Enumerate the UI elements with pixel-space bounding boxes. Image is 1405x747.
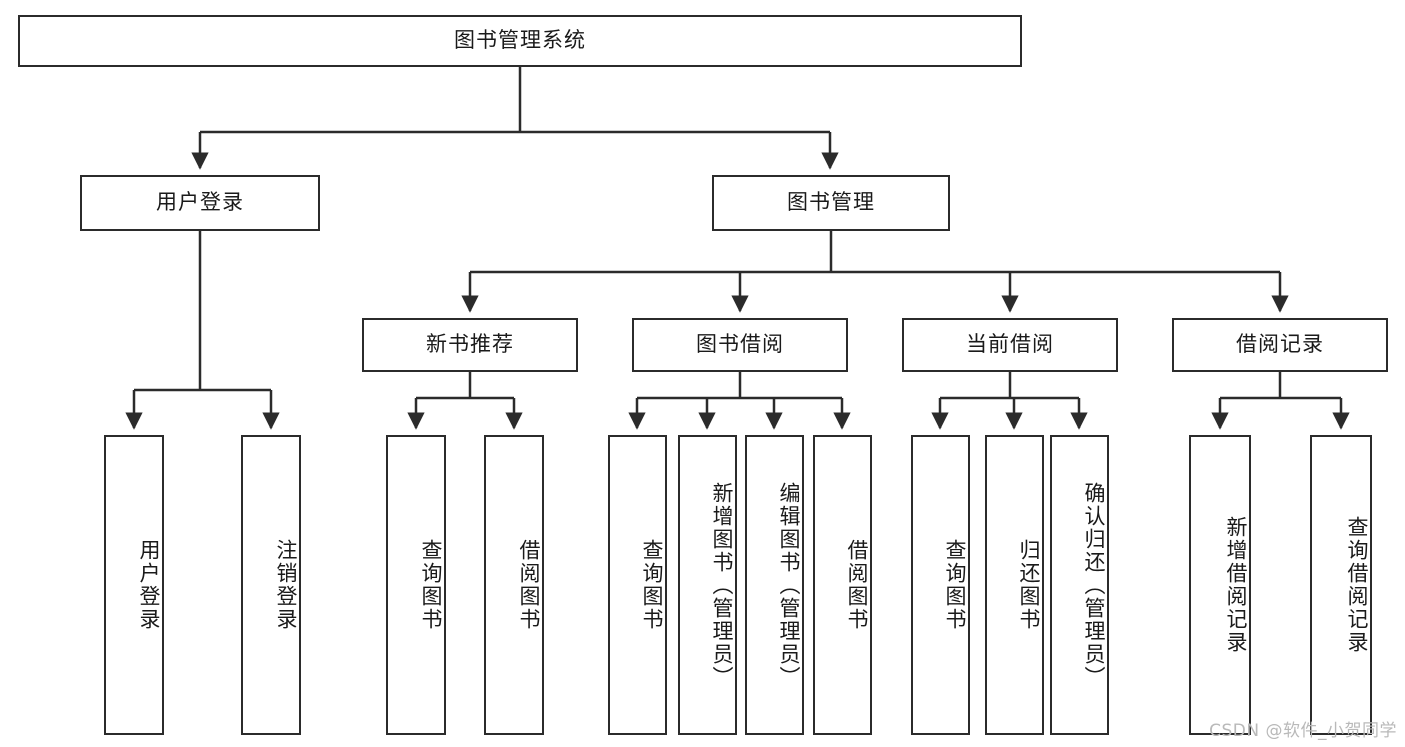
node-leaf-query-record[interactable]: 查询借阅记录 [1310,435,1372,735]
node-leaf-logout-label: 注销登录 [274,539,298,631]
node-leaf-edit-book[interactable]: 编辑图书（管理员） [745,435,804,735]
node-borrow-record-label: 借阅记录 [1236,332,1324,357]
node-leaf-add-record[interactable]: 新增借阅记录 [1189,435,1251,735]
node-borrow-record[interactable]: 借阅记录 [1172,318,1388,372]
node-new-book-rec[interactable]: 新书推荐 [362,318,578,372]
node-leaf-return-book[interactable]: 归还图书 [985,435,1044,735]
node-leaf-user-login[interactable]: 用户登录 [104,435,164,735]
node-leaf-logout[interactable]: 注销登录 [241,435,301,735]
node-root-label: 图书管理系统 [454,28,586,53]
node-user-login-label: 用户登录 [156,190,244,215]
node-leaf-query-book-1[interactable]: 查询图书 [386,435,446,735]
node-leaf-confirm-return-label: 确认归还（管理员） [1082,481,1106,689]
node-leaf-return-book-label: 归还图书 [1017,539,1041,631]
node-book-borrow[interactable]: 图书借阅 [632,318,848,372]
node-leaf-query-book-2[interactable]: 查询图书 [608,435,667,735]
node-leaf-query-book-2-label: 查询图书 [640,539,664,631]
node-leaf-add-book-label: 新增图书（管理员） [710,481,734,689]
node-leaf-borrow-book-1[interactable]: 借阅图书 [484,435,544,735]
node-leaf-user-login-label: 用户登录 [137,539,161,631]
node-leaf-borrow-book-1-label: 借阅图书 [517,539,541,631]
node-leaf-add-record-label: 新增借阅记录 [1224,516,1248,654]
node-leaf-add-book[interactable]: 新增图书（管理员） [678,435,737,735]
node-book-manage[interactable]: 图书管理 [712,175,950,231]
node-current-borrow[interactable]: 当前借阅 [902,318,1118,372]
node-user-login[interactable]: 用户登录 [80,175,320,231]
node-book-manage-label: 图书管理 [787,190,875,215]
node-leaf-edit-book-label: 编辑图书（管理员） [777,481,801,689]
node-leaf-query-book-3[interactable]: 查询图书 [911,435,970,735]
node-leaf-confirm-return[interactable]: 确认归还（管理员） [1050,435,1109,735]
node-root[interactable]: 图书管理系统 [18,15,1022,67]
node-leaf-query-book-3-label: 查询图书 [943,539,967,631]
node-book-borrow-label: 图书借阅 [696,332,784,357]
node-new-book-rec-label: 新书推荐 [426,332,514,357]
node-leaf-borrow-book-2-label: 借阅图书 [845,539,869,631]
node-leaf-query-book-1-label: 查询图书 [419,539,443,631]
node-leaf-borrow-book-2[interactable]: 借阅图书 [813,435,872,735]
node-leaf-query-record-label: 查询借阅记录 [1345,516,1369,654]
watermark-text: CSDN @软件_小贺同学 [1209,721,1397,741]
node-current-borrow-label: 当前借阅 [966,332,1054,357]
